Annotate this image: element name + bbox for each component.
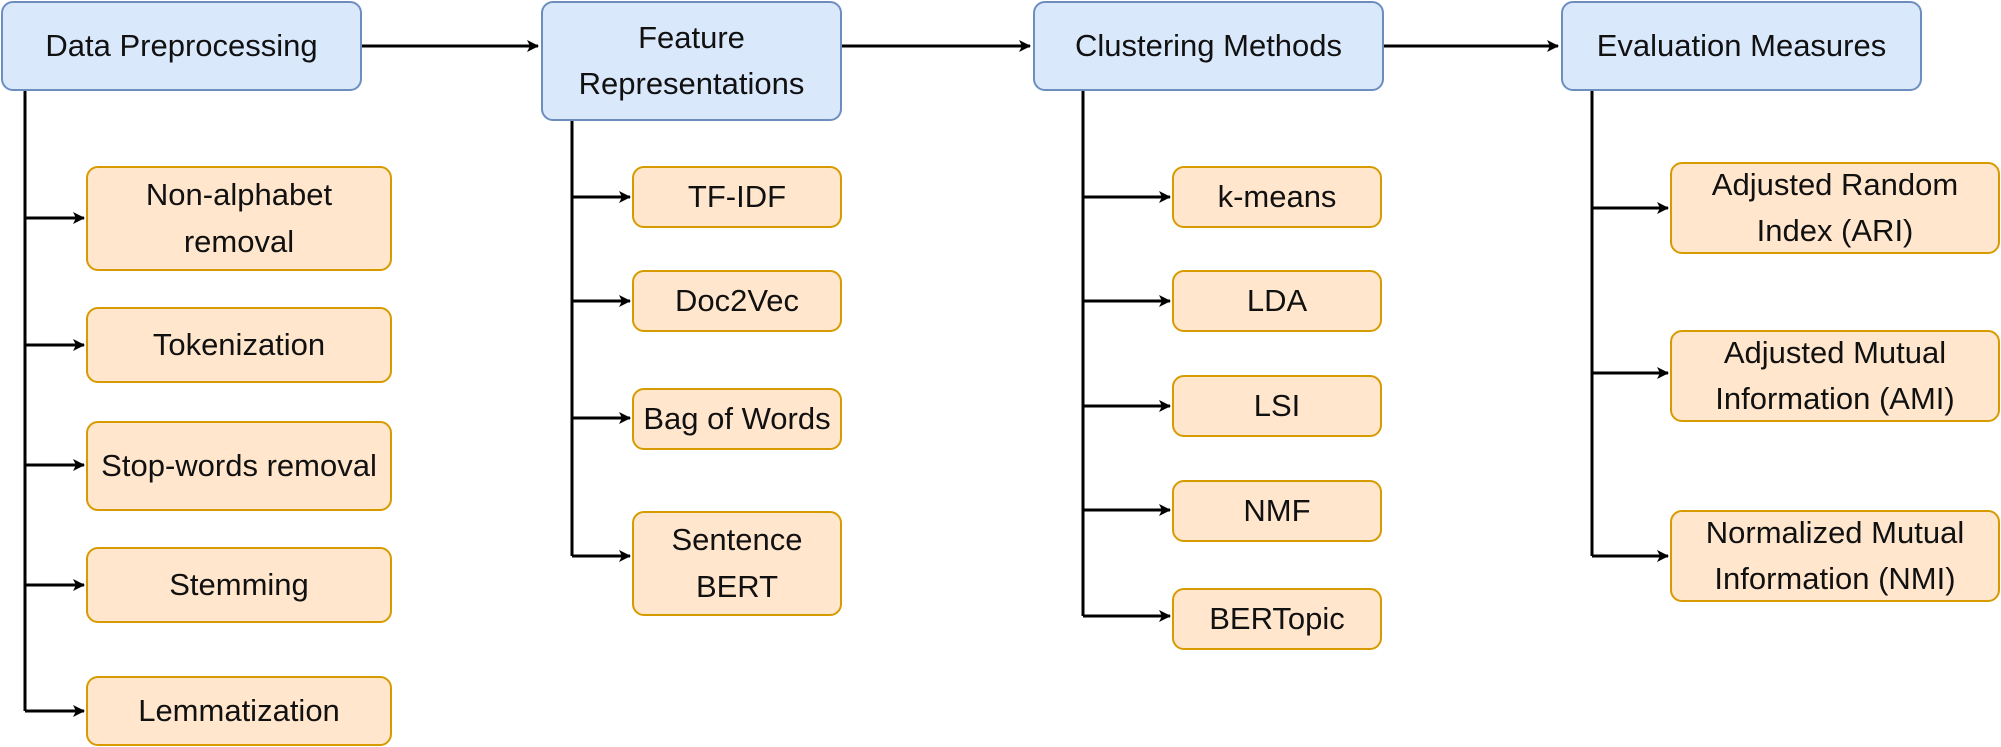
item-stop-words-removal: Stop-words removal: [86, 421, 392, 511]
item-normalized-mutual-information: Normalized Mutual Information (NMI): [1670, 510, 2000, 602]
item-tf-idf: TF-IDF: [632, 166, 842, 228]
item-stemming: Stemming: [86, 547, 392, 623]
item-nmf: NMF: [1172, 480, 1382, 542]
item-tokenization: Tokenization: [86, 307, 392, 383]
stage-data-preprocessing: Data Preprocessing: [1, 1, 362, 91]
stage-clustering-methods: Clustering Methods: [1033, 1, 1384, 91]
item-adjusted-random-index: Adjusted Random Index (ARI): [1670, 162, 2000, 254]
item-non-alphabet-removal: Non-alphabet removal: [86, 166, 392, 271]
item-sentence-bert: Sentence BERT: [632, 511, 842, 616]
item-lemmatization: Lemmatization: [86, 676, 392, 746]
stage-feature-representations: Feature Representations: [541, 1, 842, 121]
item-bertopic: BERTopic: [1172, 588, 1382, 650]
stage-evaluation-measures: Evaluation Measures: [1561, 1, 1922, 91]
item-k-means: k-means: [1172, 166, 1382, 228]
item-doc2vec: Doc2Vec: [632, 270, 842, 332]
item-bag-of-words: Bag of Words: [632, 388, 842, 450]
item-adjusted-mutual-information: Adjusted Mutual Information (AMI): [1670, 330, 2000, 422]
item-lda: LDA: [1172, 270, 1382, 332]
item-lsi: LSI: [1172, 375, 1382, 437]
